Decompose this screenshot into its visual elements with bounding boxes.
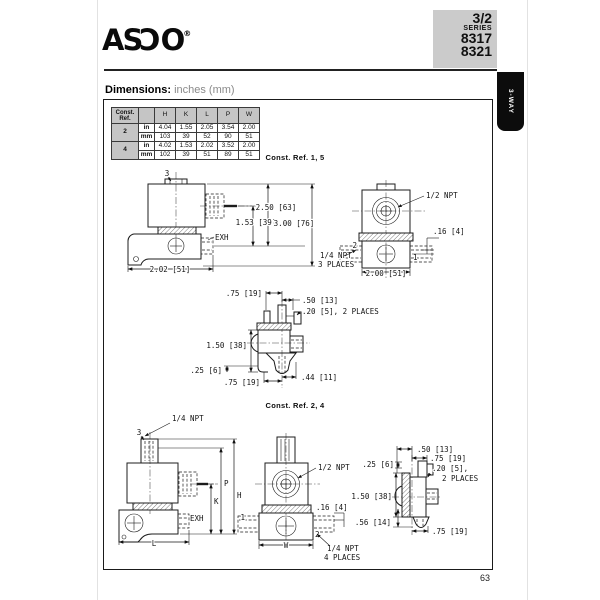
dim-20-label: .20 [5], [432, 464, 468, 473]
dim-w-label: W [284, 541, 289, 550]
dim-20-label: .20 [5], 2 PLACES [302, 307, 379, 316]
col-header-k: K [175, 107, 197, 124]
ref-cell: 4 [111, 141, 139, 160]
dim-2-50-label: 2.50 [63] [256, 203, 297, 212]
series-box: 3/2 SERIES 8317 8321 [433, 10, 497, 68]
exh-label: EXH [215, 233, 229, 242]
table-row: 4 in 4.02 1.53 2.02 3.52 2.00 [111, 141, 260, 160]
dim-50-label: .50 [13] [417, 445, 453, 454]
col-header-p: P [217, 107, 239, 124]
cr24-side-view: 1/4 NPT 3 EXH [118, 413, 243, 549]
dimensions-units: inches (mm) [171, 84, 235, 96]
cr15-front-view: 1/2 NPT 2 1 .16 [4] 1/4 NPT 3 PLACES [317, 180, 466, 279]
registered-mark: ® [183, 29, 192, 38]
section-title-const-ref-1-5: Const. Ref. 1, 5 [266, 153, 325, 162]
tab-label: 3-WAY [507, 89, 514, 114]
cr15-body-profile: .75 [19] .50 [13] .20 [5], 2 PLACES 1.50… [189, 288, 380, 388]
port-1-label: 1 [240, 513, 245, 522]
dim-k-label: K [214, 497, 219, 506]
dim-p-label: P [224, 479, 229, 488]
table-row: 2 in 4.04 1.55 2.05 3.54 2.00 [111, 123, 260, 142]
dim-1-50-label: 1.50 [38] [206, 341, 247, 350]
dimensions-label: Dimensions: inches (mm) [105, 84, 235, 96]
table-row: mm 103 39 52 90 51 [112, 132, 260, 142]
quarter-npt-label: 1/4 NPT [327, 544, 359, 553]
col-header-h: H [154, 107, 176, 124]
port-2-label: 2 [352, 241, 357, 250]
places-label: 3 PLACES [318, 260, 355, 269]
cell: 51 [238, 150, 260, 160]
dim-75-top-label: .75 [19] [430, 454, 466, 463]
brand-letter: A [102, 23, 124, 57]
dim-75-bottom-label: .75 [19] [224, 378, 260, 387]
corner-header: Const. Ref. [111, 107, 139, 124]
series-model1: 8317 [460, 30, 492, 46]
port-3-label: 3 [137, 428, 142, 437]
3-way-tab: 3-WAY [497, 72, 524, 131]
dim-50-label: .50 [13] [302, 296, 338, 305]
brand-letter: O [160, 23, 186, 57]
quarter-npt-label: 1/4 NPT [320, 251, 352, 260]
dim-l-label: L [152, 539, 157, 548]
header-rule [104, 69, 497, 71]
series-label: SERIES [463, 25, 492, 32]
dim-75-top-label: .75 [19] [226, 289, 262, 298]
dim-16-label: .16 [4] [433, 227, 465, 236]
cr24-front-view: 1/2 NPT 1 2 .16 [4] W 1/4 NPT 4 PLACES [237, 433, 362, 563]
table-row: mm 102 39 51 89 51 [112, 150, 260, 160]
dim-56-label: .56 [14] [355, 518, 391, 527]
unit-column-header [138, 107, 155, 124]
section-title-const-ref-2-4: Const. Ref. 2, 4 [266, 401, 326, 410]
dim-25-label: .25 [6] [190, 366, 222, 375]
places-label: 4 PLACES [324, 553, 361, 562]
dimensions-table: Const. Ref. H K L P W 2 in 4.04 1.55 2.0… [111, 107, 260, 160]
series-flow: 3/2 [472, 10, 492, 26]
brand-letter: S [122, 23, 143, 57]
dim-16-label: .16 [4] [316, 503, 348, 512]
half-npt-label: 1/2 NPT [426, 191, 458, 200]
table-header-row: Const. Ref. H K L P W [111, 107, 260, 124]
dim-44-label: .44 [11] [301, 373, 337, 382]
half-npt-label: 1/2 NPT [318, 463, 350, 472]
page-edge-left [97, 0, 98, 600]
cr15-side-view: 3 EXH 2.02 [51] [127, 168, 315, 275]
asco-logo: ASCO® [102, 23, 192, 57]
dim-75-bottom-label: .75 [19] [432, 527, 468, 536]
dim-20-places-label: 2 PLACES [442, 474, 479, 483]
dim-1-50-label: 1.50 [38] [351, 492, 392, 501]
dim-h-label: H [237, 491, 242, 500]
dim-3-00-label: 3.00 [76] [274, 219, 315, 228]
dim-1-53-label: 1.53 [39] [236, 218, 277, 227]
port-1-label: 1 [413, 253, 418, 262]
quarter-npt-label: 1/4 NPT [172, 414, 204, 423]
dim-2-00-label: 2.00 [51] [366, 269, 407, 278]
dim-25-label: .25 [6] [362, 460, 394, 469]
page-edge-right [527, 0, 528, 600]
exh-label: EXH [190, 514, 204, 523]
dim-2-02-label: 2.02 [51] [150, 265, 191, 274]
cr24-body-profile: .50 [13] .75 [19] .20 [5], 2 PLACES .25 … [350, 444, 479, 537]
page-number: 63 [480, 573, 491, 583]
dimensions-title: Dimensions: [105, 84, 172, 96]
port-3-label: 3 [165, 169, 170, 178]
series-model2: 8321 [460, 43, 492, 59]
